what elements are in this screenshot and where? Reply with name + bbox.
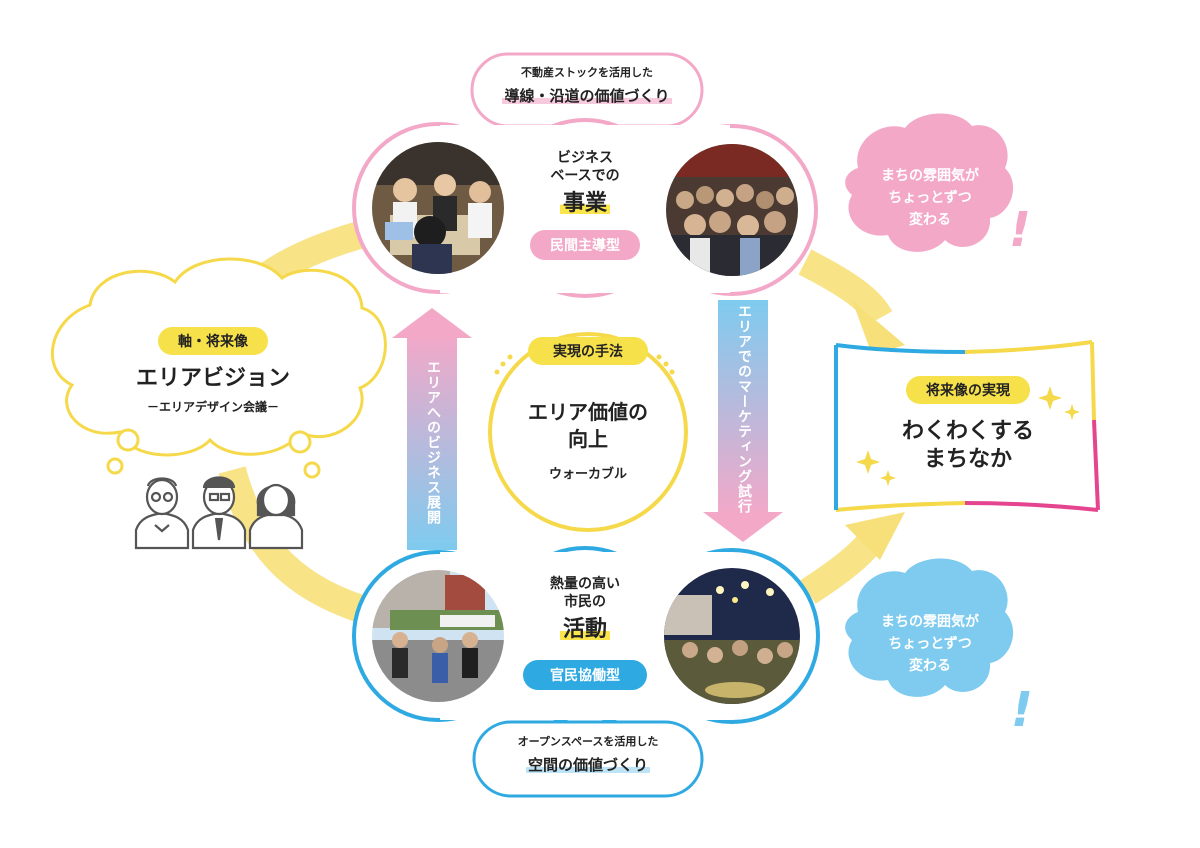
activity-tag: 官民協働型 [523,660,647,690]
activity-line2: 市民の [564,594,606,610]
man-icon [191,476,247,550]
pink-cloud [845,113,1014,252]
method-line2: 向上 [568,427,608,451]
pink-cloud-line1: まちの雰囲気が [881,168,979,184]
bottom-bubble-small: オープンスペースを活用した [517,735,659,748]
top-bubble-large-text: 導線・沿道の価値づくり [502,87,672,105]
activity-line1: 熱量の高い [550,576,620,592]
future-tag: 将来像の実現 [906,376,1030,404]
up-arrow-label: エリアへのビジネス展開 [425,360,441,525]
pink-exclamation-icon: ! [1009,202,1031,258]
top-bubble-small: 不動産ストックを活用した [521,66,653,79]
bottom-bubble-large: 空間の価値づくり [474,756,702,775]
woman-icon [248,483,304,550]
future-frame [834,340,1100,512]
business-line1: ビジネス [557,150,613,166]
down-arrow [703,300,783,542]
blue-cloud-line1: まちの雰囲気が [881,614,979,630]
method-circle [488,332,688,532]
pink-cloud-line3: 変わる [909,212,951,228]
vision-cloud [50,257,387,479]
ring-arrowhead-bottom [845,512,905,560]
method-line1: エリア価値の [528,400,648,424]
vision-tag: 軸・将来像 [158,327,268,355]
ring-arrowhead-top [852,300,905,355]
pink-cloud-line2: ちょっとずつ [888,190,972,206]
future-line2: まちなか [923,447,1012,472]
activity-title: 活動 [525,616,645,644]
up-arrow [392,308,472,550]
business-title-text: 事業 [559,191,610,216]
blue-exclamation-icon: ! [1011,682,1033,738]
vision-title: エリアビジョン [135,366,290,391]
sparkle-icons [856,386,1080,486]
blue-cloud-line2: ちょっとずつ [888,636,972,652]
top-bubble-large: 導線・沿道の価値づくり [472,87,702,106]
elder-icon [134,477,190,550]
business-tag: 民間主導型 [530,230,640,260]
blue-cloud-line3: 変わる [909,658,951,674]
people-icons [134,476,304,550]
bottom-bubble-large-text: 空間の価値づくり [525,756,650,774]
activity-title-text: 活動 [559,617,610,642]
blue-cloud [845,558,1014,697]
business-title: 事業 [525,190,645,218]
down-arrow-label: エリアでのマーケティング試行 [736,304,752,514]
method-sub: ウォーカブル [548,467,627,482]
future-line1: わくわくする [901,419,1034,444]
business-line2: ベースでの [550,168,620,184]
photo-activity-outdoor [372,570,504,702]
vision-sub: －エリアデザイン会議－ [146,400,279,414]
method-tag: 実現の手法 [528,337,648,365]
photo-business-meeting [372,142,504,274]
